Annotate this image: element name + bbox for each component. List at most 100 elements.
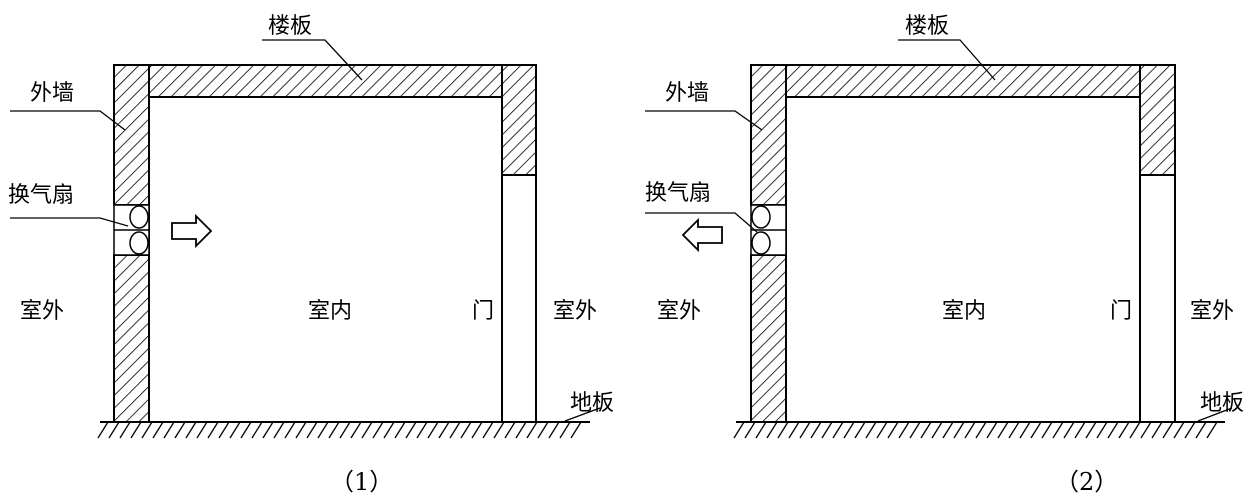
door <box>501 174 537 423</box>
ground-hatch-tick <box>1118 421 1130 439</box>
outdoor-right-label: 室外 <box>1190 299 1234 324</box>
leader-floor-slab <box>898 39 996 81</box>
ground-hatch-tick <box>361 421 373 439</box>
ground-hatch-tick <box>997 421 1009 439</box>
ground-hatch-tick <box>1151 421 1163 439</box>
ground-hatch-tick <box>865 421 877 439</box>
ground-hatch-tick <box>372 421 384 439</box>
ground-hatch-tick <box>251 421 263 439</box>
ground-hatch-tick <box>964 421 976 439</box>
ground-hatch <box>97 421 582 439</box>
ground-hatch-tick <box>843 421 855 439</box>
floor-slab <box>148 64 503 98</box>
diagram-2: 楼板 外墙 换气扇 室外 室内 门 室外 地板 （2） <box>645 14 1244 494</box>
exterior-wall-left-upper <box>113 64 150 206</box>
ground-hatch-tick <box>471 421 483 439</box>
ground-hatch-tick <box>953 421 965 439</box>
ground-hatch-tick <box>493 421 505 439</box>
ground-hatch-tick <box>766 421 778 439</box>
ground-hatch-tick <box>119 421 131 439</box>
ground-hatch-tick <box>986 421 998 439</box>
ground-hatch-tick <box>733 421 745 439</box>
ground-hatch-tick <box>1052 421 1064 439</box>
ground-hatch-tick <box>920 421 932 439</box>
ground-hatch-tick <box>130 421 142 439</box>
ground-hatch-tick <box>460 421 472 439</box>
ground-hatch-tick <box>152 421 164 439</box>
ground-hatch-tick <box>537 421 549 439</box>
ground-hatch-tick <box>515 421 527 439</box>
ground-hatch-tick <box>185 421 197 439</box>
exhaust-fan-label: 换气扇 <box>8 183 74 208</box>
ground-hatch-tick <box>482 421 494 439</box>
ground-hatch-tick <box>1206 421 1218 439</box>
ground-hatch-tick <box>526 421 538 439</box>
diagram-1: 楼板 外墙 换气扇 室外 室内 门 室外 地板 （1） <box>8 14 614 494</box>
door <box>1139 174 1176 423</box>
airflow-arrow-outward <box>681 217 723 253</box>
ground-hatch-tick <box>427 421 439 439</box>
outdoor-right-label: 室外 <box>553 299 597 324</box>
ground-hatch-tick <box>854 421 866 439</box>
exterior-wall-label: 外墙 <box>30 81 74 106</box>
exterior-wall-left-upper <box>750 64 787 206</box>
ground-hatch-tick <box>1140 421 1152 439</box>
door-label: 门 <box>1110 299 1132 324</box>
ground-hatch-tick <box>1085 421 1097 439</box>
ground-hatch-tick <box>141 421 153 439</box>
exhaust-fan <box>750 204 787 256</box>
ground-hatch-tick <box>207 421 219 439</box>
ground-hatch-tick <box>1008 421 1020 439</box>
caption: （2） <box>1055 468 1118 494</box>
ground-hatch-tick <box>317 421 329 439</box>
indoor-label: 室内 <box>308 299 352 324</box>
ground-hatch-tick <box>273 421 285 439</box>
caption: （1） <box>330 468 393 494</box>
ground-hatch-tick <box>416 421 428 439</box>
ground-hatch-tick <box>295 421 307 439</box>
ground-hatch-tick <box>744 421 756 439</box>
indoor-label: 室内 <box>942 299 986 324</box>
ground-hatch-tick <box>799 421 811 439</box>
ground-hatch-tick <box>196 421 208 439</box>
outdoor-left-label: 室外 <box>20 299 64 324</box>
ground-hatch-tick <box>449 421 461 439</box>
ground-hatch-tick <box>810 421 822 439</box>
ground-hatch-tick <box>1129 421 1141 439</box>
ground-hatch-tick <box>887 421 899 439</box>
leader-exhaust-fan <box>645 212 758 233</box>
exhaust-fan <box>113 204 150 256</box>
leader-exhaust-fan <box>10 217 129 227</box>
exterior-wall-label: 外墙 <box>665 81 709 106</box>
ground-hatch-tick <box>1074 421 1086 439</box>
ground-hatch-tick <box>306 421 318 439</box>
ground-hatch-tick <box>1107 421 1119 439</box>
ground-hatch-tick <box>350 421 362 439</box>
leader-ground <box>1197 407 1233 422</box>
ground-hatch-tick <box>174 421 186 439</box>
airflow-arrow-inward <box>171 213 213 249</box>
ground-hatch-tick <box>1096 421 1108 439</box>
ground-hatch-tick <box>876 421 888 439</box>
ground-label: 地板 <box>570 391 614 416</box>
leader-floor-slab <box>262 39 363 81</box>
ground-hatch-tick <box>570 421 582 439</box>
exterior-wall-left-lower <box>750 254 787 423</box>
ground-hatch-tick <box>1184 421 1196 439</box>
exterior-wall-right <box>1139 64 1176 176</box>
ground-hatch-tick <box>909 421 921 439</box>
ground-hatch-tick <box>262 421 274 439</box>
ground-hatch-tick <box>942 421 954 439</box>
ground-hatch-tick <box>504 421 516 439</box>
ground-hatch-tick <box>394 421 406 439</box>
ground-hatch-tick <box>788 421 800 439</box>
ground-hatch-tick <box>821 421 833 439</box>
ground-hatch-tick <box>383 421 395 439</box>
ground-hatch-tick <box>1019 421 1031 439</box>
ground-hatch-tick <box>438 421 450 439</box>
exhaust-fan-label: 换气扇 <box>645 181 711 206</box>
floor-slab <box>785 64 1141 98</box>
ground-hatch-tick <box>898 421 910 439</box>
ground-hatch-tick <box>328 421 340 439</box>
